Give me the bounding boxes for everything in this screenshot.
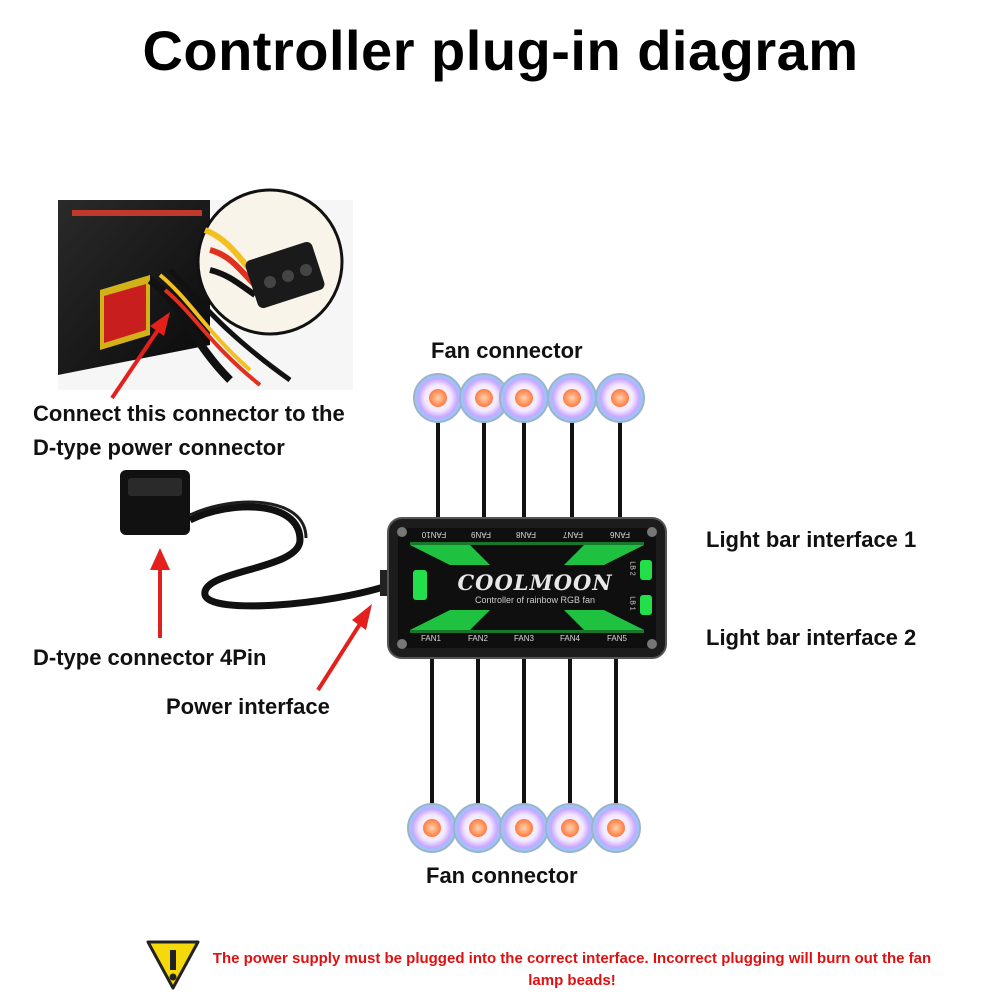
fan-icon xyxy=(547,373,597,423)
port-label: FAN9 xyxy=(471,530,492,539)
dtype-connector xyxy=(120,470,394,610)
port-label: FAN1 xyxy=(420,634,441,643)
bottom-fan-wires xyxy=(430,650,618,805)
molex-closeup xyxy=(196,188,344,336)
connect-instruction-line2: D-type power connector xyxy=(33,435,285,460)
fan-icon xyxy=(591,803,641,853)
warning-triangle-icon xyxy=(146,940,200,990)
connect-instruction-line1: Connect this connector to the xyxy=(33,401,345,426)
port-label: FAN5 xyxy=(606,634,627,643)
fan-icon xyxy=(453,803,503,853)
top-fan-wires xyxy=(436,420,622,528)
light-port-label: LB 1 xyxy=(628,596,636,611)
warning-message: The power supply must be plugged into th… xyxy=(212,950,932,989)
fan-icon xyxy=(545,803,595,853)
page-title: Controller plug-in diagram xyxy=(142,19,859,82)
light-bar-1-label: Light bar interface 1 xyxy=(706,527,917,552)
arrow-icon xyxy=(110,312,170,400)
controller-subtitle: Controller of rainbow RGB fan xyxy=(474,595,596,605)
dtype-connector-label: D-type connector 4Pin xyxy=(33,645,267,670)
pointer-arrows xyxy=(110,312,372,692)
light-port-label: LB 2 xyxy=(628,561,636,576)
power-interface-label: Power interface xyxy=(166,694,330,719)
port-label: FAN2 xyxy=(467,634,488,643)
arrow-icon xyxy=(316,604,372,692)
controller-brand: COOLMOON xyxy=(457,570,613,595)
fan-icon xyxy=(595,373,645,423)
top-fans xyxy=(413,373,645,423)
fan-connector-top-label: Fan connector xyxy=(431,338,583,363)
arrow-icon xyxy=(150,548,170,638)
port-label: FAN3 xyxy=(513,634,534,643)
port-label: FAN10 xyxy=(421,530,447,539)
light-bar-2-label: Light bar interface 2 xyxy=(706,625,917,650)
fan-icon xyxy=(499,803,549,853)
bottom-fans xyxy=(407,803,641,853)
fan-icon xyxy=(407,803,457,853)
controller-hub xyxy=(387,517,667,659)
light-bars xyxy=(666,566,892,610)
port-label: FAN8 xyxy=(516,530,537,539)
port-label: FAN6 xyxy=(610,530,631,539)
port-label: FAN7 xyxy=(563,530,584,539)
port-label: FAN4 xyxy=(559,634,580,643)
fan-connector-bottom-label: Fan connector xyxy=(426,863,578,888)
fan-icon xyxy=(413,373,463,423)
fan-icon xyxy=(499,373,549,423)
